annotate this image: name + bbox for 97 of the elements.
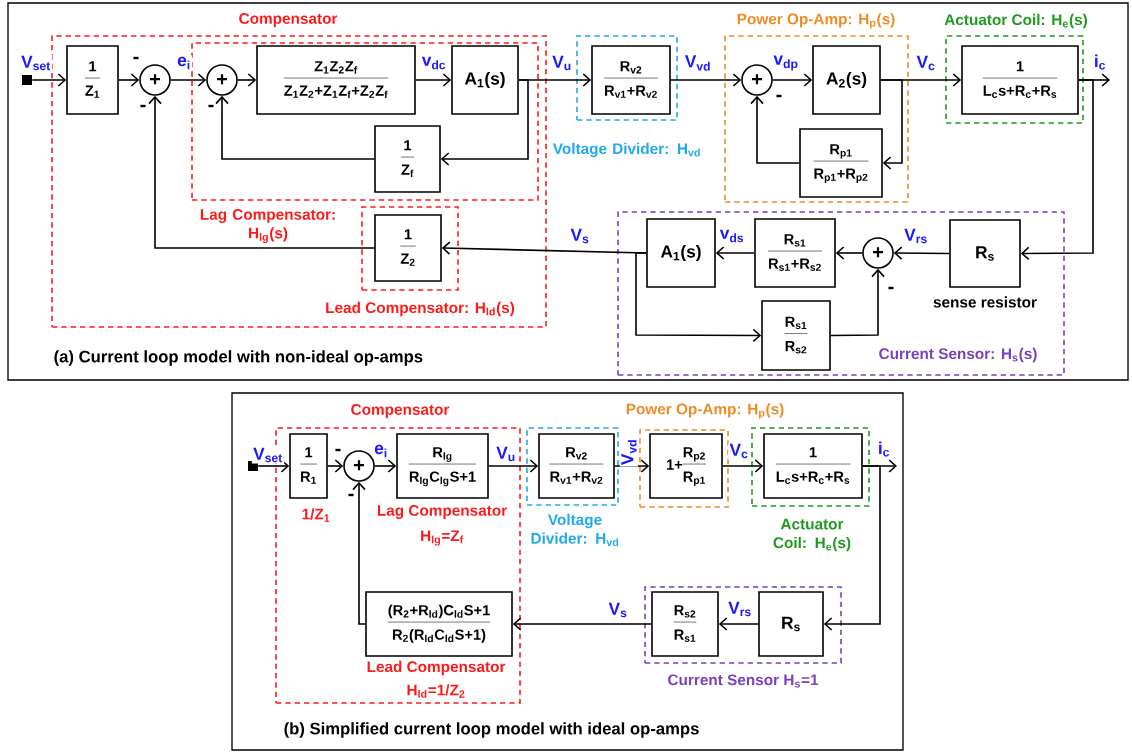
arrow [670,73,742,87]
node-label: Power Op-Amp: H$_{p}$(s) [737,13,895,29]
summing-junction: + [741,64,773,96]
transfer-function-block: A$_{1}$(s) [451,45,519,115]
arrow [880,79,903,170]
node-label: Lag Compensator: H$_{lg}$(s) [200,208,335,244]
arrow [1020,79,1094,261]
signal-label: V$_{rs}$ [902,227,930,245]
block-caption: sense resistor [933,296,1037,308]
block-caption: H$_{lg}$=Z$_{f}$ [421,530,464,546]
signal-label: V$_{s}$ [607,601,629,619]
signal-label: v$_{dc}$ [420,55,448,71]
transfer-function-block: 1 Z$_{f}$ [374,125,441,193]
summing-junction: + [343,450,375,482]
arrow [170,73,207,87]
arrow [512,617,652,631]
node-label: Actuator Coil: H$_{e}$(s) [773,518,851,552]
minus-sign: - [335,448,341,452]
arrow [772,73,813,87]
signal-label: V$_{rs}$ [726,600,754,618]
transfer-function-block: A$_{1}$(s) [646,218,716,288]
transfer-function-block: (R$_{2}$+R$_{ld}$)C$_{ld}$S+1 R$_{2}$(R$_{ld}$C$_{ld}$S+1) [365,591,513,657]
signal-label: i$_{c}$ [1092,53,1108,71]
arrow [31,73,67,87]
node-label: Actuator Coil: H$_{e}$(s) [944,13,1087,29]
arrow [635,252,762,343]
signal-label: V$_{vd}$ [683,54,713,72]
block-caption: 1/Z$_{1}$ [302,508,330,522]
signal-label: V$_{u}$ [494,445,518,463]
transfer-function-block: 1 L$_{c}$s+R$_{c}$+R$_{s}$ [763,433,863,499]
arrow [488,459,539,473]
input-terminal [22,75,32,85]
arrow [893,246,950,260]
arrow [440,79,529,166]
minus-sign: - [133,56,139,60]
minus-sign: - [776,94,782,98]
signal-label: V$_{c}$ [728,442,750,460]
signal-label: v$_{dp}$ [772,54,800,72]
transfer-function-block: 1+ R$_{p2}$ R$_{p1}$ [649,433,723,499]
signal-label: V$_{u}$ [550,54,574,72]
arrow [148,95,375,249]
arrow [415,73,452,87]
arrow [118,73,140,87]
signal-label: V$_{c}$ [915,54,937,72]
node-label: Current Sensor H$_{s}$=1 [668,674,819,688]
transfer-function-block: R$_{s1}$ R$_{s1}$+R$_{s2}$ [754,218,836,288]
transfer-function-block: 1 R$_{1}$ [289,433,328,499]
minus-sign: - [348,493,354,497]
node-label: Lead Compensator: H$_{ld}$(s) [326,301,515,317]
node-label: Voltage Divider: H$_{vd}$ [552,142,700,158]
arrow [327,459,344,473]
signal-label: V$_{set}$ [19,54,53,72]
minus-sign: - [208,104,214,108]
arrow [750,95,800,164]
arrow [715,246,755,260]
transfer-function-block: R$_{v2}$ R$_{v1}$+R$_{v2}$ [591,45,671,115]
signal-label: V$_{vd}$ [620,437,638,467]
block-caption: H$_{ld}$=1/Z$_{2}$ [407,684,465,698]
arrow [835,246,863,260]
summing-junction: + [206,64,238,96]
arrow [718,617,759,631]
transfer-function-block: R$_{v2}$ R$_{v1}$+R$_{v2}$ [538,433,615,499]
transfer-function-block: 1 Z$_{2}$ [374,214,442,282]
transfer-function-block: R$_{s2}$ R$_{s1}$ [651,591,719,657]
transfer-function-block: Z$_{1}$Z$_{2}$Z$_{f}$ Z$_{1}$Z$_{2}$+Z$_{1}$Z$_{f}$+Z$_{2}$Z$_{f}$ [256,45,416,115]
arrow [722,459,764,473]
transfer-function-block: 1 Z$_{1}$ [66,45,119,115]
block-caption: Lead Compensator [367,660,506,676]
signal-label: V$_{set}$ [251,446,285,464]
arrow [823,465,881,631]
signal-label: v$_{ds}$ [718,228,746,244]
signal-label: e$_{i}$ [372,443,390,459]
arrow [215,95,375,160]
node-label: Voltage Divider: H$_{vd}$ [531,513,619,547]
arrow [237,73,257,87]
transfer-function-block: R$_{s1}$ R$_{s2}$ [761,300,831,371]
transfer-function-block: R$_{s}$ [758,591,824,657]
transfer-function-block: R$_{p1}$ R$_{p1}$+R$_{p2}$ [799,128,883,198]
arrow [257,459,290,473]
block-caption: Lag Compensator [377,505,507,519]
signal-label: V$_{s}$ [569,227,591,245]
minus-sign: - [140,104,146,108]
summing-junction: + [862,237,894,269]
node-label: Compensator [239,13,338,27]
transfer-function-block: R$_{s}$ [949,219,1021,288]
node-label: Power Op-Amp: H$_{p}$(s) [626,403,784,419]
arrow [830,268,885,337]
transfer-function-block: 1 L$_{c}$s+R$_{c}$+R$_{s}$ [961,45,1079,115]
summing-junction: + [139,64,171,96]
transfer-function-block: R$_{lg}$ R$_{lg}$C$_{lg}$S+1 [396,433,489,499]
arrow [374,459,397,473]
node-label: Compensator [351,404,450,418]
arrow [352,481,366,625]
signal-label: i$_{c}$ [876,440,892,458]
transfer-function-block: A$_{2}$(s) [812,45,881,115]
signal-label: e$_{i}$ [175,55,193,71]
minus-sign: - [888,286,894,290]
